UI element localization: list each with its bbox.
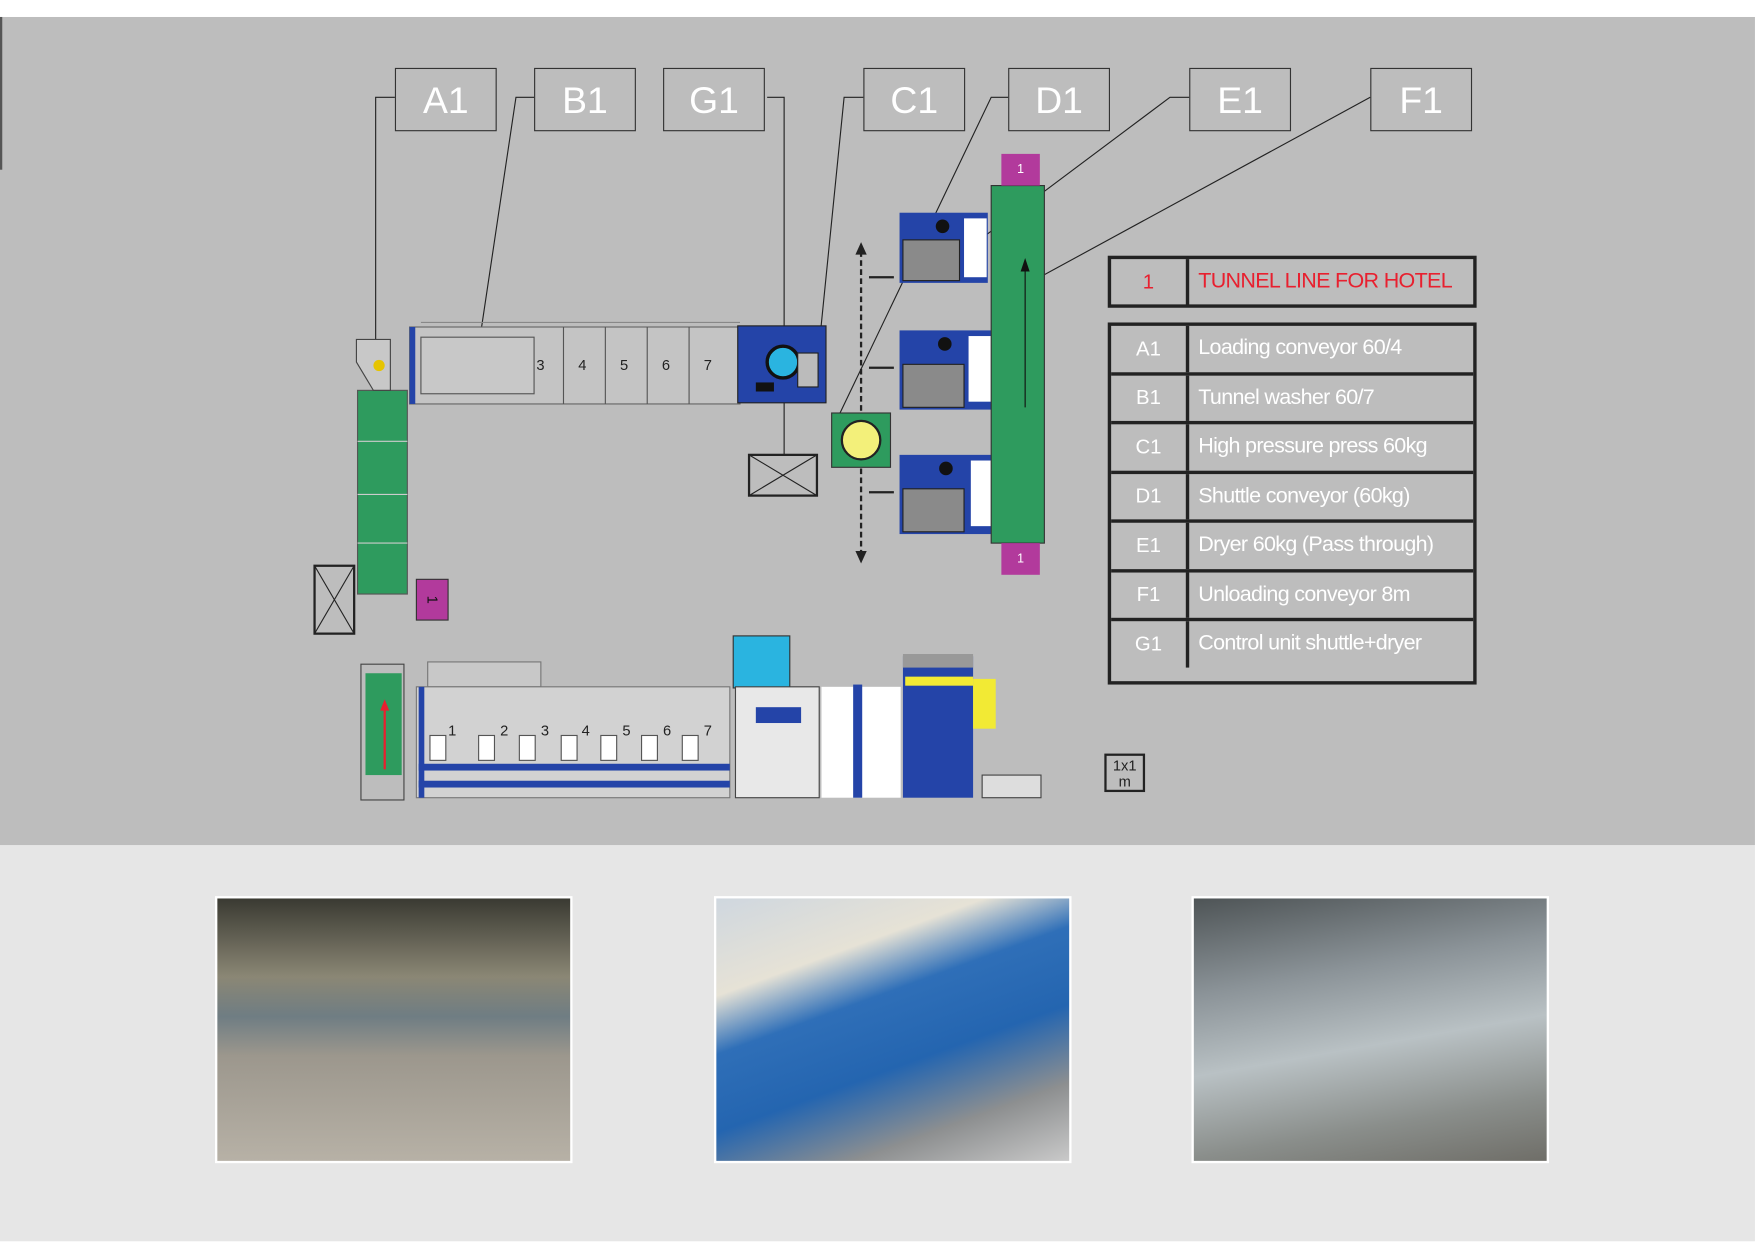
- legend-text: Shuttle conveyor (60kg): [1198, 483, 1410, 508]
- legend-code: C1: [1111, 424, 1190, 471]
- legend-code: A1: [1111, 325, 1190, 372]
- legend-title: 1 TUNNEL LINE FOR HOTEL: [1107, 255, 1477, 308]
- module-label: 6: [663, 723, 671, 739]
- callout-b1: B1: [534, 67, 636, 132]
- legend-row: D1 Shuttle conveyor (60kg): [1111, 470, 1474, 520]
- legend-row: E1 Dryer 60kg (Pass through): [1111, 519, 1474, 569]
- module-label: 3: [536, 358, 544, 374]
- edge-line: [0, 16, 3, 170]
- press: [737, 325, 827, 497]
- side-elevation: 1 2 3 4 5 6 7: [360, 635, 1042, 801]
- photo-installed-line: [1191, 896, 1550, 1164]
- callout-f1: F1: [1370, 67, 1473, 132]
- module-label: 5: [622, 723, 630, 739]
- scale-text: 1x1: [1112, 756, 1137, 774]
- legend-code: F1: [1111, 571, 1190, 618]
- legend-code: B1: [1111, 375, 1190, 421]
- module-label: 6: [662, 358, 670, 374]
- marker-label: 1: [1017, 552, 1025, 566]
- callout-g1: G1: [663, 67, 765, 132]
- tunnel-washer-top: 3 4 5 6 7: [409, 321, 741, 405]
- legend-row: B1 Tunnel washer 60/7: [1111, 371, 1474, 421]
- callout-a1: A1: [394, 67, 497, 132]
- legend-table: A1 Loading conveyor 60/4 B1 Tunnel washer …: [1107, 322, 1477, 685]
- unloading-conveyor: [990, 153, 1045, 575]
- leader-lines: [375, 96, 1371, 455]
- legend-code: D1: [1111, 473, 1190, 520]
- legend-text: Control unit shuttle+dryer: [1198, 631, 1422, 656]
- module-label: 2: [500, 723, 508, 739]
- photo-laundry-hall: [214, 896, 573, 1164]
- callout-e1: E1: [1189, 67, 1292, 132]
- legend-text: Loading conveyor 60/4: [1198, 336, 1402, 361]
- legend-text: High pressure press 60kg: [1198, 434, 1427, 459]
- legend-text: Tunnel washer 60/7: [1198, 385, 1375, 410]
- module-label: 7: [704, 358, 712, 374]
- legend-text: Dryer 60kg (Pass through): [1198, 533, 1434, 557]
- module-label: 1: [448, 723, 456, 739]
- legend-row: C1 High pressure press 60kg: [1111, 420, 1474, 471]
- marker-label: 1: [424, 595, 442, 604]
- photo-tunnel-washer: [713, 896, 1072, 1164]
- module-label: 3: [541, 723, 549, 739]
- legend-row: G1 Control unit shuttle+dryer: [1111, 617, 1474, 668]
- marker-label: 1: [1017, 162, 1025, 177]
- legend-code: E1: [1111, 522, 1190, 569]
- plant-layout-diagram: 3 4 5 6 7: [313, 96, 1371, 801]
- loading-conveyor: [313, 338, 449, 635]
- scale-unit: m: [1118, 772, 1131, 790]
- module-label: 4: [578, 358, 586, 374]
- legend-title-code: 1: [1111, 259, 1190, 305]
- callout-c1: C1: [863, 67, 966, 132]
- legend-row: F1 Unloading conveyor 8m: [1111, 568, 1474, 618]
- module-label: 5: [620, 358, 628, 374]
- scale-indicator: 1x1 m: [1104, 753, 1146, 793]
- module-label: 4: [582, 723, 590, 739]
- legend-text: Unloading conveyor 8m: [1198, 582, 1410, 607]
- callout-d1: D1: [1008, 67, 1111, 132]
- dryers: [899, 212, 994, 535]
- legend-title-text: TUNNEL LINE FOR HOTEL: [1198, 269, 1452, 294]
- legend-row: A1 Loading conveyor 60/4: [1111, 325, 1473, 372]
- shuttle: [831, 242, 894, 564]
- module-label: 7: [704, 723, 712, 739]
- legend-code: G1: [1111, 621, 1190, 668]
